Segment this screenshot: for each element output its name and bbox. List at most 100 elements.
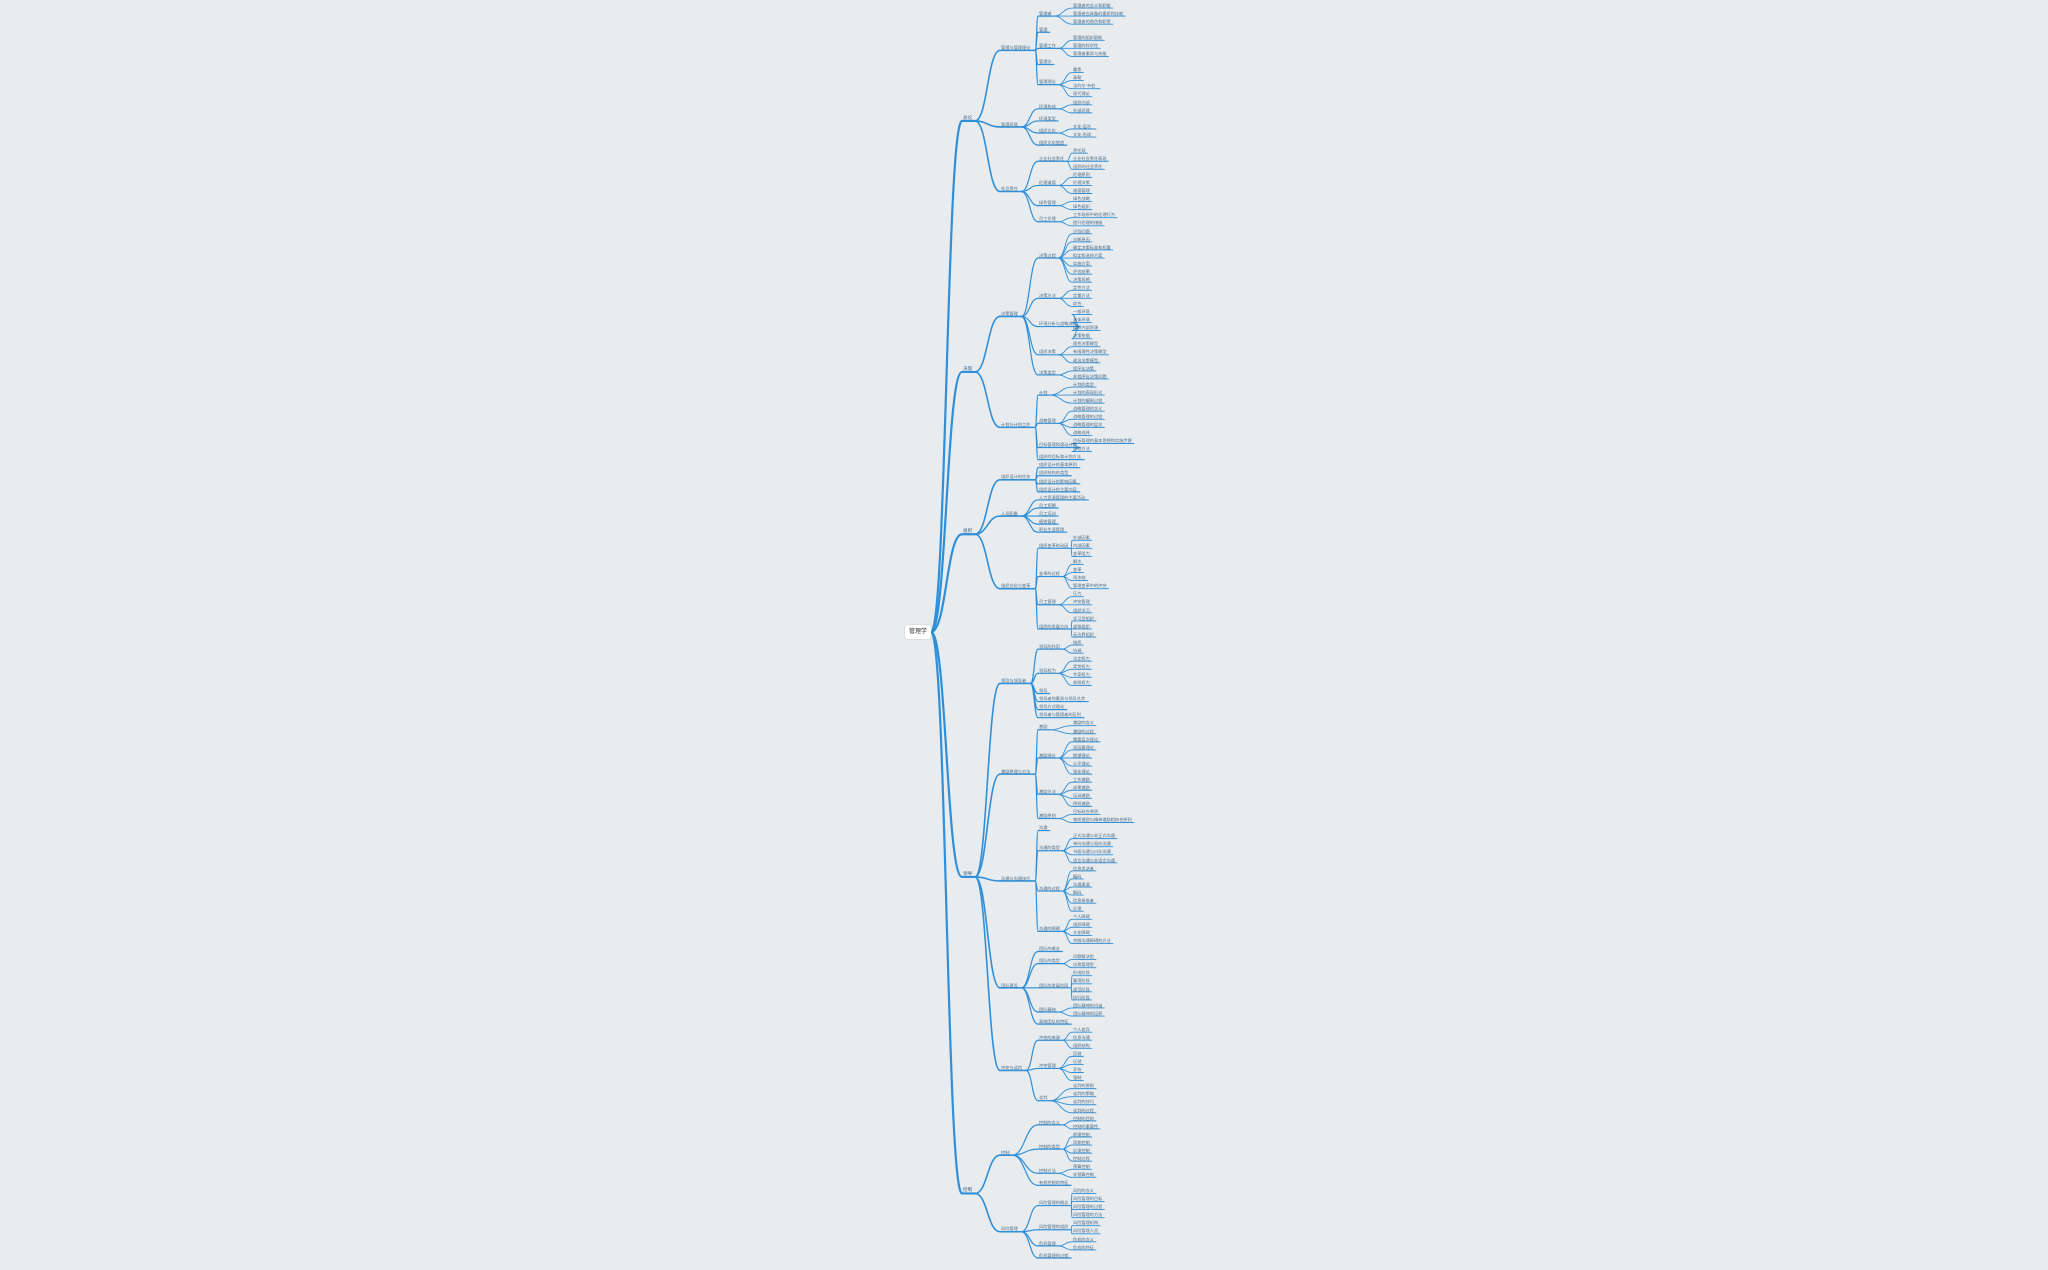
node-level-4[interactable]: 管理者素质与技能 xyxy=(1073,51,1107,57)
node-level-4[interactable]: 组织内部 xyxy=(1073,99,1090,105)
node-level-3[interactable]: 决策类型 xyxy=(1039,369,1056,375)
node-level-1[interactable]: 决策 xyxy=(963,366,973,372)
node-level-4[interactable]: 定性方法 xyxy=(1073,284,1090,290)
node-level-4[interactable]: 信息接收者 xyxy=(1073,897,1094,903)
node-level-4[interactable]: 单向沟通与双向沟通 xyxy=(1073,841,1111,847)
node-level-2[interactable]: 沟通与沟通技巧 xyxy=(1001,875,1031,881)
node-level-3[interactable]: 目标管理和滚动计划 xyxy=(1039,442,1077,448)
node-level-4[interactable]: 谈判的策略 xyxy=(1073,1091,1094,1097)
node-level-4[interactable]: 协调 xyxy=(1073,647,1082,653)
node-level-2[interactable]: 管理环境 xyxy=(1001,121,1018,127)
node-level-3[interactable]: 决策过程 xyxy=(1039,252,1056,258)
node-level-3[interactable]: 决策方法 xyxy=(1039,293,1056,299)
node-level-4[interactable]: 虚拟组织 xyxy=(1073,623,1090,629)
node-level-3[interactable]: 组织的发展方向 xyxy=(1039,623,1069,629)
node-level-4[interactable]: 管理者应具备的素质和技能 xyxy=(1073,10,1124,16)
node-level-3[interactable]: 组织文化 xyxy=(1039,127,1056,133)
node-level-4[interactable]: 学习型组织 xyxy=(1073,615,1094,621)
node-level-4[interactable]: 管理的科学性 xyxy=(1073,43,1099,49)
node-level-4[interactable]: 危机的特征 xyxy=(1073,1244,1094,1250)
node-level-4[interactable]: 强化理论 xyxy=(1073,768,1090,774)
node-level-3[interactable]: 领导者与管理者的区别 xyxy=(1039,712,1081,718)
node-level-3[interactable]: 团队的发展阶段 xyxy=(1039,982,1069,988)
node-level-4[interactable]: 个人障碍 xyxy=(1073,913,1090,919)
node-level-4[interactable]: 冲突管理 xyxy=(1073,599,1090,605)
node-level-4[interactable]: 激励的过程 xyxy=(1073,728,1094,734)
root-node[interactable]: 管理学 xyxy=(905,625,931,639)
node-level-2[interactable]: 决策管理 xyxy=(1001,311,1018,317)
node-level-3[interactable]: 环境构成 xyxy=(1039,103,1056,109)
node-level-4[interactable]: 规范阶段 xyxy=(1073,986,1090,992)
node-level-4[interactable]: 确定决策标准和权重 xyxy=(1073,244,1111,250)
node-level-3[interactable]: 团队的概念 xyxy=(1039,946,1060,952)
node-level-4[interactable]: 理性决策模型 xyxy=(1073,341,1099,347)
node-level-3[interactable]: 绩效管理 xyxy=(1039,518,1056,524)
node-level-4[interactable]: 战略选择 xyxy=(1073,430,1090,436)
node-level-4[interactable]: 风险管理的方法 xyxy=(1073,1212,1103,1218)
node-level-3[interactable]: 组织设计的基本原则 xyxy=(1039,462,1077,468)
node-level-3[interactable]: 激励理论 xyxy=(1039,752,1056,758)
node-level-4[interactable]: 物质激励与精神激励相结合原则 xyxy=(1073,817,1132,823)
node-level-4[interactable]: 工作场所中的伦理行为 xyxy=(1073,212,1115,218)
node-level-3[interactable]: 组织设计的主要内容 xyxy=(1039,486,1077,492)
node-level-4[interactable]: 回避 xyxy=(1073,1051,1082,1057)
node-level-4[interactable]: 自我管理型 xyxy=(1073,962,1094,968)
node-level-3[interactable]: 沟通 xyxy=(1039,825,1048,831)
node-level-3[interactable]: 环境类型 xyxy=(1039,115,1056,121)
node-level-3[interactable]: 高效团队的特征 xyxy=(1039,1018,1069,1024)
node-level-4[interactable]: 期望理论 xyxy=(1073,752,1090,758)
node-level-3[interactable]: 风险管理的概念 xyxy=(1039,1200,1069,1206)
node-level-1[interactable]: 组织 xyxy=(963,528,973,534)
node-level-4[interactable]: 计划的类型 xyxy=(1073,381,1094,387)
node-level-3[interactable]: 组织的目标和计划方法 xyxy=(1039,454,1081,460)
node-level-4[interactable]: 管理者的含义和职能 xyxy=(1073,2,1111,8)
node-level-2[interactable]: 冲突与谈判 xyxy=(1001,1065,1022,1071)
node-level-3[interactable]: 管理理论 xyxy=(1039,79,1056,85)
node-level-3[interactable]: 人力资源管理的主要活动 xyxy=(1039,494,1086,500)
node-level-4[interactable]: 责任观 xyxy=(1073,147,1086,153)
node-level-4[interactable]: 管理的组织职能 xyxy=(1073,34,1103,40)
node-level-4[interactable]: 团队精神的内涵 xyxy=(1073,1002,1103,1008)
node-level-3[interactable]: 风险管理的组织 xyxy=(1039,1224,1069,1230)
node-level-4[interactable]: 控制的重要性 xyxy=(1073,1123,1099,1129)
node-level-4[interactable]: 需要层次理论 xyxy=(1073,736,1099,742)
node-level-3[interactable]: 领导者的素质与领导艺术 xyxy=(1039,696,1086,702)
node-level-3[interactable]: 团队的类型 xyxy=(1039,958,1060,964)
node-level-4[interactable]: 克服沟通障碍的方法 xyxy=(1073,938,1111,944)
node-level-2[interactable]: 计划与计划工作 xyxy=(1001,422,1031,428)
node-level-4[interactable]: 反馈 xyxy=(1073,905,1082,911)
node-level-4[interactable]: 指挥 xyxy=(1073,639,1082,645)
node-level-3[interactable]: 领导方式理论 xyxy=(1039,704,1065,710)
node-level-4[interactable]: 奖赏权力 xyxy=(1073,663,1090,669)
node-level-3[interactable]: 沟通的类型 xyxy=(1039,845,1060,851)
node-level-4[interactable]: 成果激励 xyxy=(1073,784,1090,790)
node-level-3[interactable]: 计划 xyxy=(1039,389,1048,395)
node-level-4[interactable]: 霍桑 xyxy=(1073,67,1082,73)
node-level-3[interactable]: 沟通的障碍 xyxy=(1039,926,1060,932)
node-level-4[interactable]: 书面沟通与口头沟通 xyxy=(1073,849,1111,855)
node-level-4[interactable]: 文化·层次 xyxy=(1073,123,1092,129)
node-level-4[interactable]: 个人差异 xyxy=(1073,1026,1090,1032)
node-level-4[interactable]: 解冻 xyxy=(1073,559,1082,565)
node-level-3[interactable]: 伦理道德 xyxy=(1039,180,1056,186)
node-level-4[interactable]: 组织学习 xyxy=(1073,607,1090,613)
node-level-4[interactable]: 信息沟通 xyxy=(1073,1034,1090,1040)
node-level-4[interactable]: 谈判的过程 xyxy=(1073,1107,1094,1113)
node-level-2[interactable]: 组织文化与变革 xyxy=(1001,583,1031,589)
node-level-4[interactable]: 计划的编制过程 xyxy=(1073,397,1103,403)
node-level-1[interactable]: 领导 xyxy=(963,871,973,877)
node-level-4[interactable]: 危机的含义 xyxy=(1073,1236,1094,1242)
node-level-3[interactable]: 激励原则 xyxy=(1039,813,1056,819)
node-level-4[interactable]: 伦理决策 xyxy=(1073,180,1090,186)
node-level-4[interactable]: 组织结构 xyxy=(1073,1043,1090,1048)
node-level-4[interactable]: 震荡阶段 xyxy=(1073,978,1090,984)
node-level-2[interactable]: 激励原理与方法 xyxy=(1001,768,1031,774)
node-level-4[interactable]: 压力 xyxy=(1073,591,1082,597)
node-level-4[interactable]: 识别问题 xyxy=(1073,228,1090,234)
node-level-4[interactable]: 控制过程 xyxy=(1073,1155,1090,1161)
node-level-3[interactable]: 冲突管理 xyxy=(1039,1063,1056,1069)
node-level-3[interactable]: 领导 xyxy=(1039,688,1048,694)
node-level-3[interactable]: 组织设计的影响因素 xyxy=(1039,478,1077,484)
node-level-4[interactable]: 绿色战略 xyxy=(1073,196,1090,202)
node-level-3[interactable]: 团队精神 xyxy=(1039,1006,1056,1012)
